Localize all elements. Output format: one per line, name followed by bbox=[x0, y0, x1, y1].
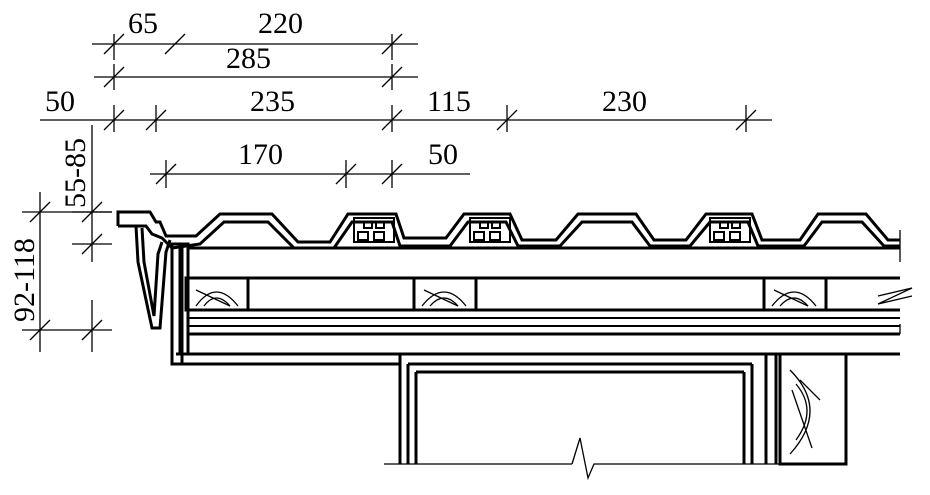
dim-220: 220 bbox=[258, 7, 303, 40]
dimension-vertical-inner: 55-85 bbox=[59, 125, 112, 262]
dimension-row-3: 50 235 115 230 bbox=[40, 85, 772, 132]
dim-50-right: 50 bbox=[428, 138, 458, 171]
dim-65: 65 bbox=[128, 7, 158, 40]
batten-board-top bbox=[188, 246, 900, 280]
dimension-vertical-outer: 92-118 bbox=[8, 192, 112, 352]
dim-230: 230 bbox=[602, 85, 647, 118]
break-line-right bbox=[877, 230, 913, 334]
dim-92-118: 92-118 bbox=[8, 238, 41, 322]
dim-235: 235 bbox=[250, 85, 295, 118]
dim-115: 115 bbox=[427, 85, 471, 118]
eave-gutter bbox=[134, 225, 172, 330]
purlins bbox=[184, 276, 828, 312]
dim-285: 285 bbox=[226, 42, 271, 75]
dimension-row-1: 65 220 bbox=[92, 7, 418, 60]
wall-plate bbox=[778, 352, 848, 466]
dim-55-85: 55-85 bbox=[59, 138, 92, 208]
dim-50-left: 50 bbox=[45, 85, 75, 118]
tile-clips bbox=[353, 217, 751, 243]
dimension-row-2: 285 bbox=[94, 42, 418, 90]
dim-170: 170 bbox=[238, 138, 283, 171]
dimension-row-4: 170 50 bbox=[150, 138, 470, 188]
ceiling-layers bbox=[176, 308, 900, 366]
wall-frame bbox=[384, 354, 780, 481]
